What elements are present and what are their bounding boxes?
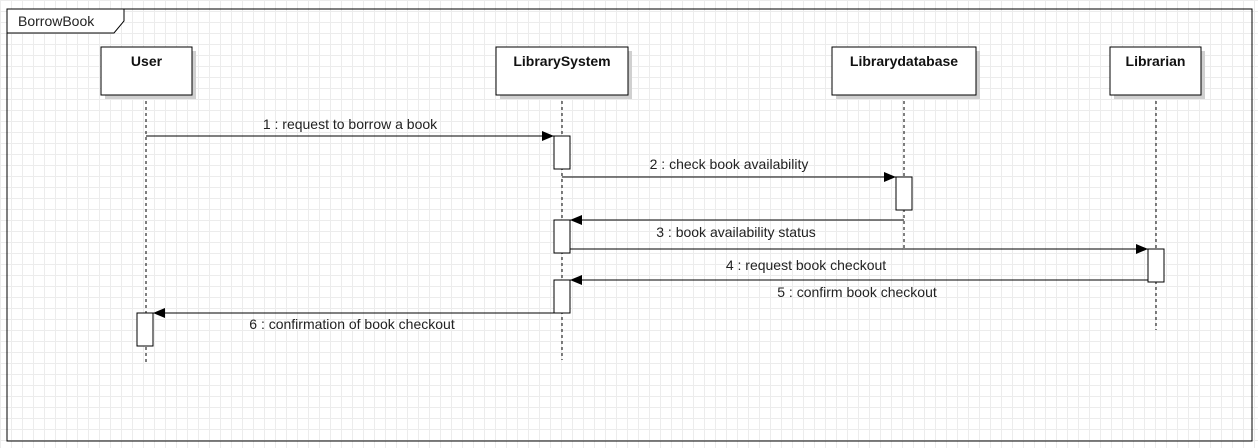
activation-bar [553, 279, 571, 314]
message-label-1: 1 : request to borrow a book [263, 116, 438, 132]
actor-box [495, 46, 629, 96]
frame: BorrowBook [6, 8, 1253, 442]
activation-bar [1147, 248, 1165, 283]
message-label-2: 2 : check book availability [650, 156, 809, 172]
message-label-4: 4 : request book checkout [726, 257, 886, 273]
frame-title: BorrowBook [18, 13, 95, 29]
activation-bar [895, 176, 913, 211]
actor-user: User [100, 46, 196, 99]
frame-tab [6, 8, 125, 34]
messages: 1 : request to borrow a book 2 : check b… [146, 116, 1148, 332]
actor-box [100, 46, 193, 96]
actor-label-librarysystem: LibrarySystem [513, 53, 610, 69]
actor-librarian: Librarian [1109, 46, 1205, 99]
actor-librarydatabase: Librarydatabase [831, 46, 980, 99]
activation-bar [553, 219, 571, 254]
message-label-5: 5 : confirm book checkout [777, 284, 937, 300]
actor-label-librarian: Librarian [1126, 53, 1186, 69]
message-label-3: 3 : book availability status [656, 224, 816, 240]
actor-librarysystem: LibrarySystem [495, 46, 632, 99]
actor-box [831, 46, 977, 96]
actor-box [1109, 46, 1202, 96]
message-label-6: 6 : confirmation of book checkout [249, 316, 455, 332]
frame-border [6, 8, 1253, 442]
actor-label-user: User [131, 53, 163, 69]
activations [136, 135, 1165, 347]
activation-bar [553, 135, 571, 170]
activation-bar [136, 312, 154, 347]
actor-label-librarydatabase: Librarydatabase [850, 53, 958, 69]
